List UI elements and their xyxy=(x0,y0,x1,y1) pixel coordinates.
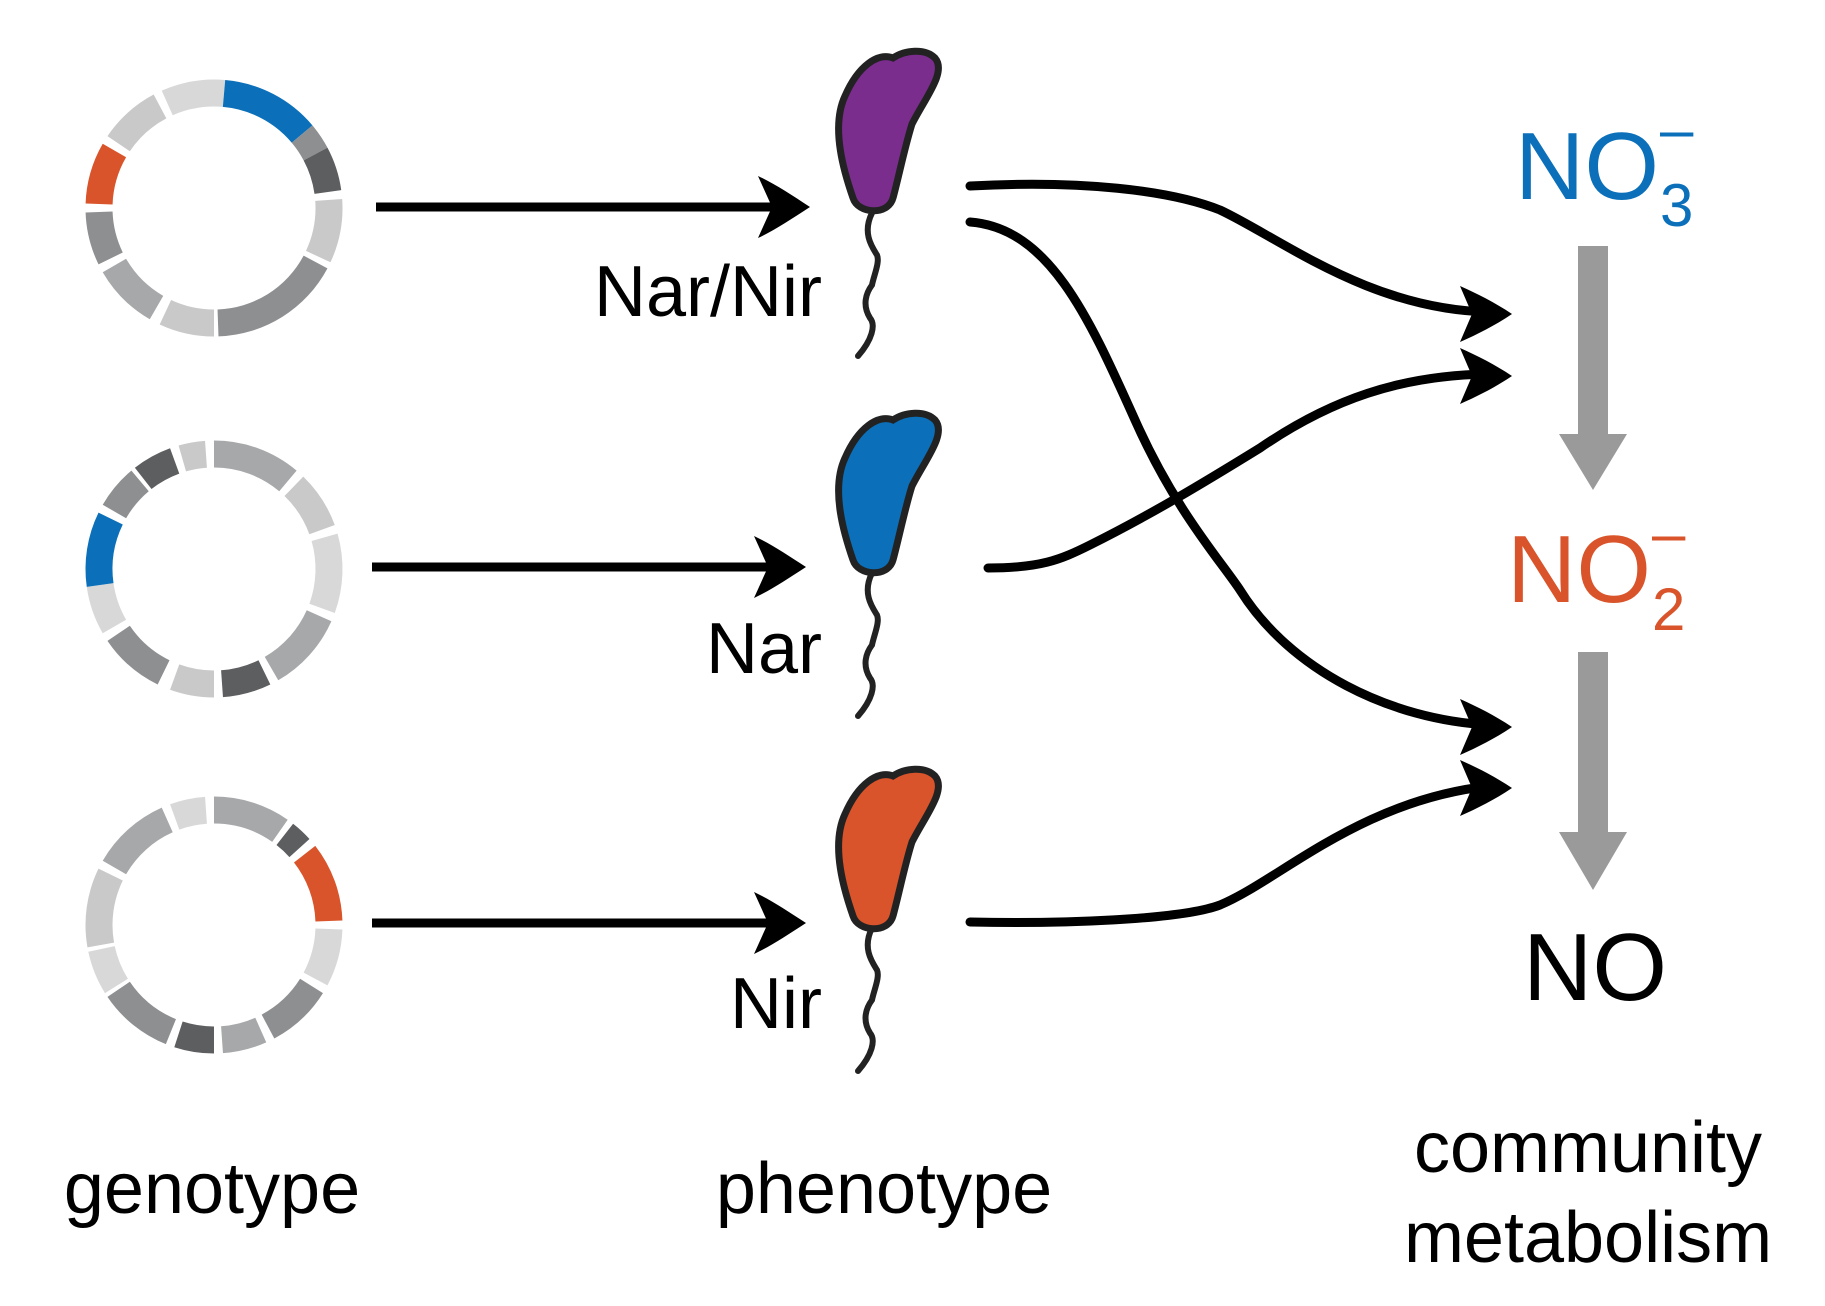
flow-arrow-no2-to-no xyxy=(1559,652,1627,890)
gene-segment xyxy=(88,946,128,994)
gene-segment xyxy=(214,796,288,842)
arrowhead xyxy=(1460,760,1512,816)
genome-ring-row3 xyxy=(85,796,343,1054)
gene-segment xyxy=(309,533,343,613)
metabolite-no: NO xyxy=(1523,914,1667,1021)
link-nir-to-no2 xyxy=(965,781,1495,927)
gene-segment xyxy=(102,807,173,875)
gene-segment xyxy=(107,625,170,685)
no3-base: NO xyxy=(1515,113,1659,220)
arrowhead xyxy=(1460,699,1512,755)
metabolite-no3: NO 3 – xyxy=(1515,96,1694,239)
no2-base: NO xyxy=(1507,516,1651,623)
gene-segment xyxy=(178,440,207,472)
gene-segment xyxy=(261,978,323,1039)
gene-segment xyxy=(303,928,343,986)
gene-segment xyxy=(187,79,226,109)
bacterium-icon xyxy=(835,47,942,359)
no3-charge: – xyxy=(1660,96,1694,163)
gene-segment-highlight xyxy=(222,79,313,143)
gene-segment xyxy=(217,255,328,337)
gene-segment xyxy=(86,583,127,634)
genome-ring-row1 xyxy=(85,79,343,337)
bacterium-icon xyxy=(835,409,942,719)
genotype-phenotype-arrow-row2 xyxy=(372,536,806,598)
gene-segment xyxy=(107,94,167,152)
gene-segment xyxy=(102,258,164,320)
flow-arrow-no3-to-no2 xyxy=(1559,246,1627,490)
gene-segment-highlight xyxy=(85,512,123,587)
phenotype-label-nir: Nir xyxy=(730,964,822,1044)
no2-subscript: 2 xyxy=(1652,576,1685,643)
gene-segment xyxy=(264,610,332,681)
gene-segment-highlight xyxy=(85,143,127,205)
gene-segment xyxy=(276,823,310,858)
gene-segment xyxy=(221,1017,267,1054)
gene-segment-highlight xyxy=(293,845,343,922)
column-label-phenotype: phenotype xyxy=(716,1149,1052,1229)
bacterium-icon xyxy=(835,765,942,1074)
genotype-phenotype-arrow-row1 xyxy=(376,176,810,238)
phenotype-label-nar-nir: Nar/Nir xyxy=(594,252,822,332)
column-label-community: community xyxy=(1414,1108,1762,1188)
link-nar-to-no3 xyxy=(983,369,1495,573)
no3-subscript: 3 xyxy=(1660,172,1693,239)
gene-segment xyxy=(214,440,297,492)
gene-segment xyxy=(174,1021,214,1054)
gene-segment xyxy=(303,147,342,194)
column-label-metabolism: metabolism xyxy=(1404,1198,1772,1278)
genome-ring-row2 xyxy=(85,440,343,698)
link-nar-nir-to-no2 xyxy=(965,217,1495,730)
gene-segment xyxy=(291,125,328,161)
arrowhead xyxy=(1460,348,1512,404)
gene-segment xyxy=(161,81,197,116)
no2-charge: – xyxy=(1652,500,1686,567)
gene-segment xyxy=(102,470,149,519)
gene-segment xyxy=(85,211,123,265)
metabolite-no2: NO 2 – xyxy=(1507,500,1686,643)
gene-segment xyxy=(107,981,176,1045)
gene-segment xyxy=(170,664,214,698)
gene-segment xyxy=(284,476,335,535)
gene-segment xyxy=(134,448,180,490)
arrowhead xyxy=(1460,286,1512,342)
gene-segment xyxy=(170,796,207,830)
genotype-phenotype-arrow-row3 xyxy=(372,892,806,954)
gene-segment xyxy=(305,199,343,263)
gene-segment xyxy=(221,660,271,698)
gene-segment xyxy=(159,299,214,337)
phenotype-label-nar: Nar xyxy=(706,609,822,689)
column-label-genotype: genotype xyxy=(64,1149,360,1229)
link-nar-nir-to-no3 xyxy=(965,179,1495,317)
gene-segment xyxy=(85,868,123,948)
